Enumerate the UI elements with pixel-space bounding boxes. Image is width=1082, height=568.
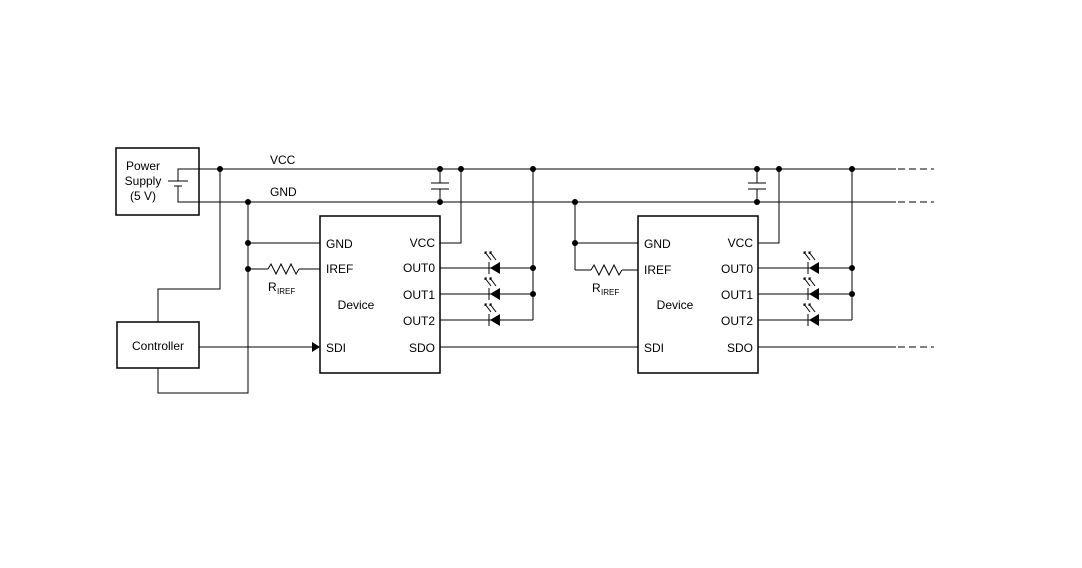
device-label: Device	[657, 298, 694, 312]
controller-label: Controller	[132, 339, 184, 353]
device-1: Device GND IREF SDI VCC OUT0 OUT1 OUT2 S…	[319, 215, 441, 374]
power-supply: Power Supply (5 V)	[115, 147, 200, 216]
resistor-label: R	[268, 280, 277, 294]
resistor-label-subscript: IREF	[277, 287, 295, 296]
power-supply-label-line3: (5 V)	[130, 189, 156, 203]
pin-gnd: GND	[644, 237, 671, 251]
junction-dots	[217, 166, 855, 297]
pin-out2: OUT2	[403, 314, 435, 328]
pin-sdo: SDO	[727, 341, 753, 355]
led-icon	[484, 277, 500, 300]
led-icon	[803, 277, 819, 300]
led-icon	[803, 303, 819, 326]
device-2-wiring	[748, 169, 934, 348]
resistor-label-1: R IREF	[268, 280, 295, 296]
device-2-input-wiring	[574, 202, 638, 277]
pin-iref: IREF	[326, 262, 353, 276]
arrow-icon	[312, 342, 320, 352]
led-icon	[484, 303, 500, 326]
vcc-rail-label: VCC	[270, 153, 296, 167]
device-label: Device	[338, 298, 375, 312]
pin-out0: OUT0	[403, 261, 435, 275]
pin-out1: OUT1	[403, 288, 435, 302]
pin-out0: OUT0	[721, 262, 753, 276]
led-icon	[484, 251, 500, 274]
battery-icon	[168, 168, 199, 203]
resistor-label-2: R IREF	[592, 281, 619, 297]
pin-out2: OUT2	[721, 314, 753, 328]
led-icon	[803, 251, 819, 274]
pin-out1: OUT1	[721, 288, 753, 302]
power-supply-label-line2: Supply	[125, 174, 162, 188]
capacitor-icon	[431, 169, 449, 202]
pin-gnd: GND	[326, 237, 353, 251]
controller: Controller	[116, 321, 200, 369]
power-supply-label-line1: Power	[126, 159, 160, 173]
pin-vcc: VCC	[728, 236, 754, 250]
pin-sdi: SDI	[644, 341, 664, 355]
pin-vcc: VCC	[410, 236, 436, 250]
pin-sdo: SDO	[409, 341, 435, 355]
resistor-label: R	[592, 281, 601, 295]
resistor-label-subscript: IREF	[601, 288, 619, 297]
capacitor-icon	[748, 169, 766, 202]
pin-iref: IREF	[644, 263, 671, 277]
gnd-rail-label: GND	[270, 185, 297, 199]
controller-wiring	[157, 169, 320, 394]
device-2: Device GND IREF SDI VCC OUT0 OUT1 OUT2 S…	[637, 215, 759, 374]
pin-sdi: SDI	[326, 341, 346, 355]
device-1-wiring	[431, 169, 638, 348]
